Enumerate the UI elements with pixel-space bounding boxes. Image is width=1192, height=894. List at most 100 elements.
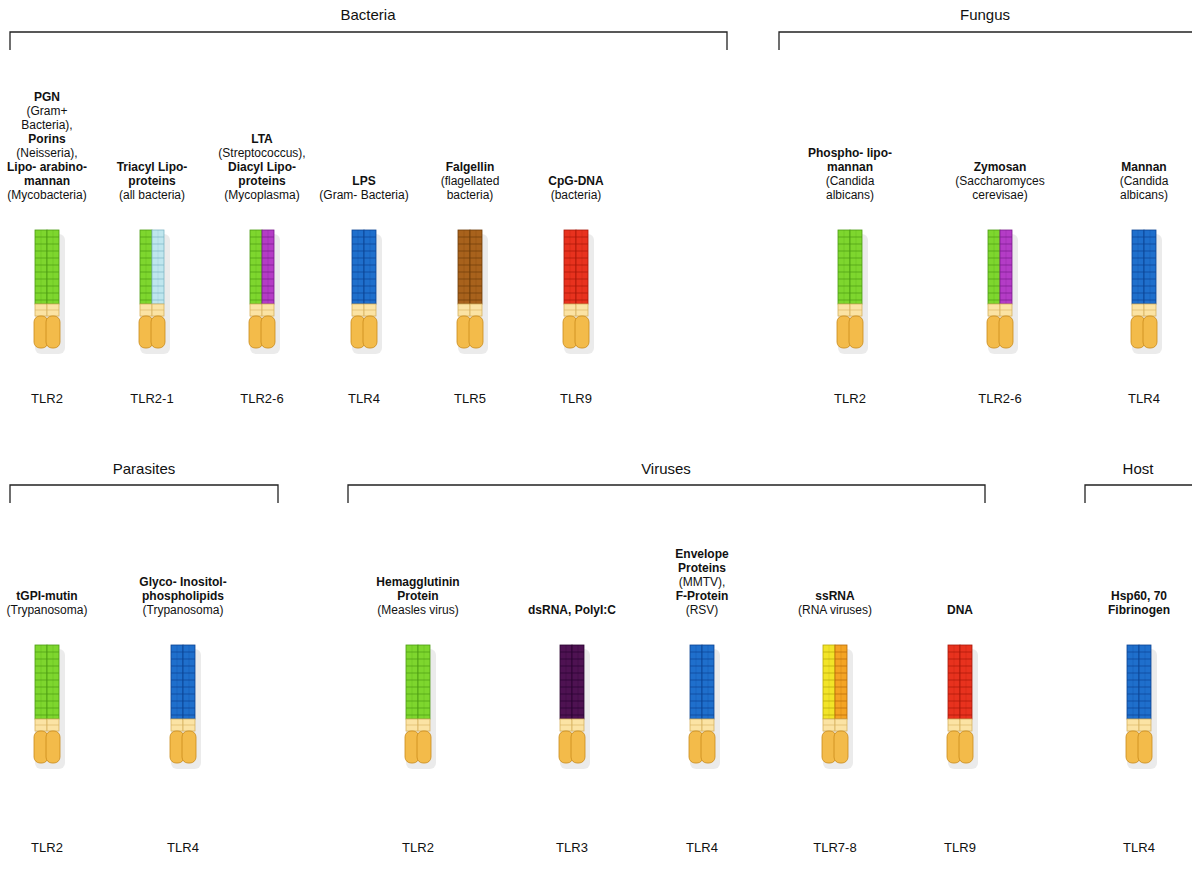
ligand-block: Falgellin(flagellated bacteria) [420, 52, 520, 202]
ligand-name: DNA [947, 603, 973, 617]
receptor-symbol [27, 230, 67, 355]
group-label: Host [1120, 460, 1157, 477]
receptor-name: TLR2-1 [130, 391, 173, 406]
receptor-symbol [344, 230, 384, 355]
receptor-name: TLR4 [1123, 840, 1155, 855]
receptor-name: TLR2-6 [240, 391, 283, 406]
ligand-source: (bacteria) [551, 188, 602, 202]
ligand-name: Phospho- lipo- mannan [800, 146, 900, 174]
ligand-source: (Mycobacteria) [7, 188, 86, 202]
ligand-block: Mannan(Candida albicans) [1099, 52, 1189, 202]
ligand-source: (Measles virus) [377, 603, 458, 617]
receptor-name: TLR2 [31, 391, 63, 406]
receptor-name: TLR7-8 [813, 840, 856, 855]
receptor-symbol [940, 645, 980, 770]
bracket [1085, 485, 1192, 503]
ligand-name: Falgellin [446, 160, 495, 174]
receptor-symbol [815, 645, 855, 770]
tlr-receptor: Glyco- Inositol- phospholipids(Trypanoso… [133, 467, 233, 855]
ligand-block: Hsp60, 70 Fibrinogen [1089, 467, 1189, 617]
tlr-receptor: Hemagglutinin Protein(Measles virus)TLR2 [363, 467, 473, 855]
tlr-receptor: dsRNA, PolyI:C TLR3 [522, 467, 622, 855]
tlr-receptor: Phospho- lipo- mannan(Candida albicans) T… [800, 52, 900, 406]
ligand-block: tGPI-mutin(Trypanosoma) [3, 467, 91, 617]
receptor-symbol [132, 230, 172, 355]
receptor-symbol [1119, 645, 1159, 770]
ligand-name: Envelope Proteins [652, 547, 752, 575]
tlr-receptor: PGN(Gram+ Bacteria),Porins(Neisseria),Li… [3, 52, 91, 406]
ligand-name: Porins [28, 132, 65, 146]
tlr-receptor: Zymosan(Saccharomyces cerevisae) TLR2-6 [948, 52, 1052, 406]
ligand-block: Hemagglutinin Protein(Measles virus) [363, 467, 473, 617]
receptor-name: TLR2-6 [978, 391, 1021, 406]
ligand-block: DNA [912, 467, 1008, 617]
ligand-source: (Saccharomyces cerevisae) [948, 174, 1052, 202]
receptor-name: TLR2 [834, 391, 866, 406]
receptor-symbol [450, 230, 490, 355]
receptor-symbol [163, 645, 203, 770]
ligand-name: Glyco- Inositol- phospholipids [133, 575, 233, 603]
tlr-receptor: Hsp60, 70 FibrinogenTLR4 [1089, 467, 1189, 855]
tlr-receptor: Falgellin(flagellated bacteria) TLR5 [420, 52, 520, 406]
receptor-symbol [556, 230, 596, 355]
tlr-receptor: ssRNA(RNA viruses) TLR7-8 [785, 467, 885, 855]
ligand-source: (Streptococcus), [218, 146, 305, 160]
tlr-receptor: Envelope Proteins(MMTV),F-Protein(RSV) TL… [652, 467, 752, 855]
ligand-name: dsRNA, PolyI:C [528, 603, 616, 617]
group-label: Viruses [638, 460, 694, 477]
receptor-name: TLR4 [167, 840, 199, 855]
receptor-name: TLR3 [556, 840, 588, 855]
ligand-name: LTA [251, 132, 273, 146]
ligand-source: (Trypanosoma) [143, 603, 224, 617]
ligand-source: (all bacteria) [119, 188, 185, 202]
ligand-block: Zymosan(Saccharomyces cerevisae) [948, 52, 1052, 202]
ligand-block: Glyco- Inositol- phospholipids(Trypanoso… [133, 467, 233, 617]
ligand-block: Phospho- lipo- mannan(Candida albicans) [800, 52, 900, 202]
ligand-source: (Gram+ Bacteria), [3, 104, 91, 132]
group-label: Bacteria [337, 6, 398, 23]
receptor-symbol [830, 230, 870, 355]
receptor-name: TLR2 [31, 840, 63, 855]
tlr-receptor: Triacyl Lipo- proteins(all bacteria) TLR2… [104, 52, 200, 406]
ligand-name: Hsp60, 70 Fibrinogen [1089, 589, 1189, 617]
ligand-name: Triacyl Lipo- proteins [104, 160, 200, 188]
ligand-block: ssRNA(RNA viruses) [785, 467, 885, 617]
bracket [10, 32, 727, 50]
receptor-name: TLR9 [944, 840, 976, 855]
ligand-source: (RSV) [686, 603, 719, 617]
receptor-symbol [552, 645, 592, 770]
ligand-block: dsRNA, PolyI:C [522, 467, 622, 617]
ligand-name: tGPI-mutin [16, 589, 77, 603]
ligand-name: Zymosan [974, 160, 1027, 174]
group-label: Parasites [110, 460, 179, 477]
ligand-name: F-Protein [676, 589, 729, 603]
receptor-name: TLR5 [454, 391, 486, 406]
group-label: Fungus [957, 6, 1013, 23]
ligand-name: Lipo- arabino- mannan [3, 160, 91, 188]
ligand-name: LPS [352, 174, 375, 188]
ligand-name: ssRNA [815, 589, 854, 603]
receptor-symbol [398, 645, 438, 770]
ligand-source: (Candida albicans) [1099, 174, 1189, 202]
ligand-source: (flagellated bacteria) [420, 174, 520, 202]
ligand-block: LTA(Streptococcus),Diacyl Lipo- proteins… [212, 52, 312, 202]
ligand-block: CpG-DNA(bacteria) [528, 52, 624, 202]
ligand-source: (MMTV), [679, 575, 726, 589]
receptor-name: TLR4 [348, 391, 380, 406]
receptor-name: TLR4 [686, 840, 718, 855]
ligand-source: (Trypanosoma) [7, 603, 88, 617]
tlr-receptor: tGPI-mutin(Trypanosoma) TLR2 [3, 467, 91, 855]
ligand-source: (RNA viruses) [798, 603, 872, 617]
bracket [779, 32, 1192, 50]
ligand-block: Envelope Proteins(MMTV),F-Protein(RSV) [652, 467, 752, 617]
ligand-source: (Candida albicans) [800, 174, 900, 202]
receptor-symbol [980, 230, 1020, 355]
receptor-symbol [682, 645, 722, 770]
ligand-block: Triacyl Lipo- proteins(all bacteria) [104, 52, 200, 202]
receptor-name: TLR4 [1128, 391, 1160, 406]
ligand-source: (Neisseria), [16, 146, 77, 160]
ligand-source: (Gram- Bacteria) [319, 188, 408, 202]
receptor-symbol [242, 230, 282, 355]
ligand-name: Diacyl Lipo- proteins [212, 160, 312, 188]
ligand-block: LPS(Gram- Bacteria) [316, 52, 412, 202]
